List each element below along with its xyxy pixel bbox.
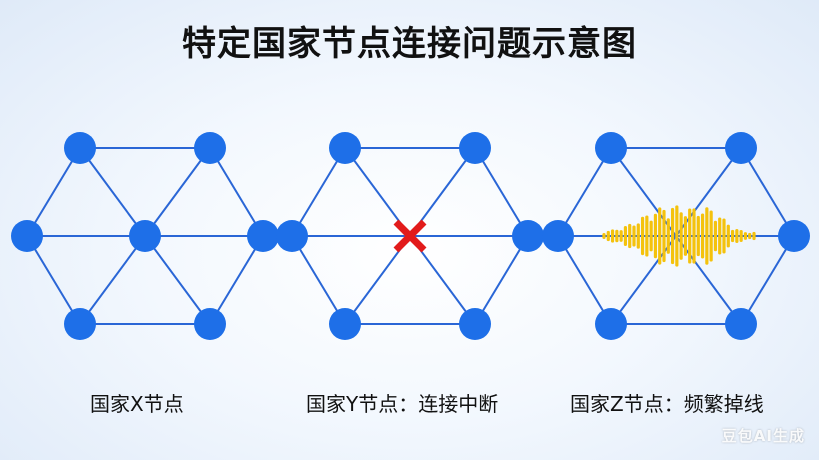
waveform-bar xyxy=(705,207,709,265)
caption-country-x: 国家X节点 xyxy=(90,392,184,416)
network-node xyxy=(725,132,757,164)
waveform-bar xyxy=(666,218,670,254)
waveform-bar xyxy=(743,232,748,240)
waveform-bar xyxy=(688,208,692,264)
waveform-bar xyxy=(645,215,649,257)
waveform-bar xyxy=(602,233,606,239)
network-node xyxy=(542,220,574,252)
network-node xyxy=(595,132,627,164)
waveform-bar xyxy=(679,212,683,260)
network-edge xyxy=(209,147,264,237)
waveform-bar xyxy=(628,223,632,249)
network-node xyxy=(129,220,161,252)
waveform-bar xyxy=(735,229,739,243)
waveform-bar xyxy=(615,229,619,243)
ai-watermark: 豆包AI生成 xyxy=(721,427,805,445)
network-edge xyxy=(144,235,211,325)
network-node xyxy=(11,220,43,252)
waveform-bar xyxy=(730,229,735,243)
network-node xyxy=(512,220,544,252)
waveform-bar xyxy=(696,215,700,257)
network-node xyxy=(64,308,96,340)
network-node xyxy=(194,308,226,340)
network-edge xyxy=(291,235,346,325)
caption-country-z: 国家Z节点：频繁掉线 xyxy=(570,392,764,416)
network-node xyxy=(459,308,491,340)
waveform-bar xyxy=(632,225,636,247)
waveform-bar xyxy=(718,217,722,255)
network-edge xyxy=(740,147,795,237)
waveform-bar xyxy=(619,230,623,242)
waveform-bar xyxy=(606,230,610,242)
waveform-bar xyxy=(700,213,705,259)
waveform-bar xyxy=(640,216,645,256)
network-node xyxy=(459,132,491,164)
waveform-bar xyxy=(739,230,743,242)
waveform-bar xyxy=(752,231,756,241)
waveform-bar xyxy=(692,208,696,264)
network-node xyxy=(247,220,279,252)
network-edge xyxy=(557,147,612,237)
waveform-bar xyxy=(683,216,688,256)
waveform-bar xyxy=(709,210,713,262)
network-edge xyxy=(557,235,612,325)
waveform-bar xyxy=(722,218,726,254)
waveform-bar xyxy=(675,205,679,267)
network-edge xyxy=(740,235,795,325)
network-node xyxy=(595,308,627,340)
network-edge xyxy=(474,235,529,325)
network-node xyxy=(778,220,810,252)
waveform-bar xyxy=(653,213,658,259)
network-node xyxy=(64,132,96,164)
network-node xyxy=(725,308,757,340)
caption-country-y: 国家Y节点：连接中断 xyxy=(306,392,499,416)
network-edge xyxy=(291,147,346,237)
network-edge xyxy=(79,235,146,325)
network-edge xyxy=(209,235,264,325)
network-node xyxy=(329,308,361,340)
network-edge xyxy=(474,147,529,237)
network-edge xyxy=(144,147,211,237)
waveform-bar xyxy=(670,207,675,265)
waveform-bar xyxy=(636,223,640,249)
network-edge xyxy=(26,235,81,325)
waveform-bar xyxy=(662,209,666,263)
network-node xyxy=(329,132,361,164)
network-edge xyxy=(26,147,81,237)
waveform-bar xyxy=(649,220,653,252)
x-mark-icon xyxy=(393,219,427,253)
network-node xyxy=(276,220,308,252)
waveform-bar xyxy=(610,229,615,243)
waveform-bar xyxy=(726,224,730,248)
network-node xyxy=(194,132,226,164)
page-title: 特定国家节点连接问题示意图 xyxy=(182,24,637,64)
waveform-bar xyxy=(658,207,662,265)
waveform-bar xyxy=(748,232,752,240)
waveform-bar xyxy=(623,226,628,246)
network-edge xyxy=(79,147,146,237)
waveform-bar xyxy=(713,220,718,252)
